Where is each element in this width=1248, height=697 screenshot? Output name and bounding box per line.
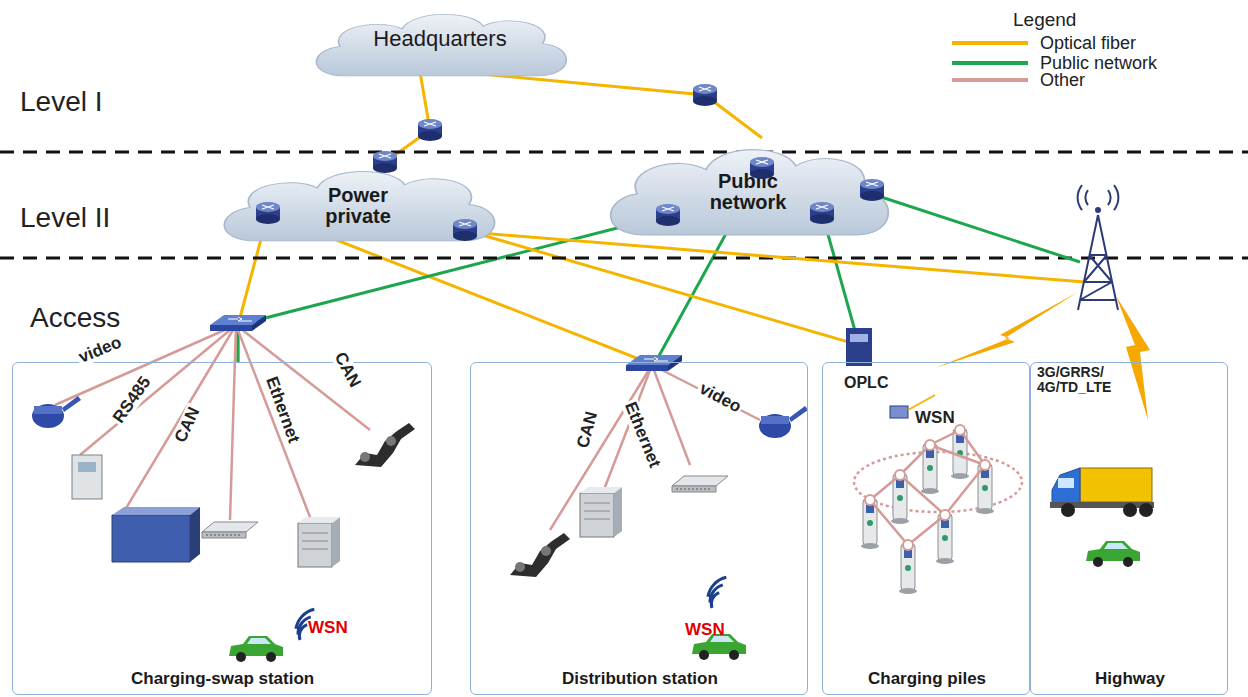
router-icon — [453, 219, 477, 241]
router-icon — [256, 202, 280, 224]
link-label: OPLC — [844, 375, 888, 392]
level-label: Access — [30, 303, 120, 332]
region-label: Distribution station — [562, 670, 718, 688]
link-label: Ethernet — [621, 398, 665, 472]
cloud-label: Power private — [298, 185, 418, 227]
region-label: Highway — [1095, 670, 1165, 688]
network-cloud: Public network — [598, 138, 898, 246]
link-label: CAN — [171, 403, 204, 448]
link-label: CAN — [330, 348, 365, 392]
level-label: Level II — [20, 203, 110, 232]
network-cloud: Power private — [212, 162, 504, 250]
link-label: video — [695, 379, 746, 417]
network-link — [460, 72, 762, 138]
level-label: Level I — [20, 87, 103, 116]
network-cloud: Headquarters — [305, 6, 575, 84]
cloud-label: Public network — [688, 171, 808, 213]
router-icon — [656, 204, 680, 226]
router-icon — [373, 151, 397, 173]
access-region: Highway — [1030, 362, 1228, 695]
link-label: WSN — [685, 621, 725, 639]
legend-text: Optical fiber — [1040, 34, 1136, 53]
network-link — [465, 230, 859, 362]
link-label: 3G/GRRS/ 4G/TD_LTE — [1037, 365, 1133, 394]
link-label: RS485 — [109, 372, 156, 428]
link-label: WSN — [308, 619, 348, 637]
router-icon — [750, 157, 774, 179]
legend-text: Other — [1040, 71, 1085, 90]
legend-title: Legend — [1013, 10, 1076, 30]
router-icon — [860, 179, 884, 201]
region-label: Charging-swap station — [131, 670, 314, 688]
cloud-label: Headquarters — [340, 27, 540, 50]
link-label: WSN — [915, 409, 955, 427]
access-region: Charging-swap station — [12, 362, 432, 695]
network-link — [385, 72, 430, 162]
region-label: Charging piles — [868, 670, 986, 688]
link-label: CAN — [574, 408, 602, 452]
router-icon — [810, 202, 834, 224]
